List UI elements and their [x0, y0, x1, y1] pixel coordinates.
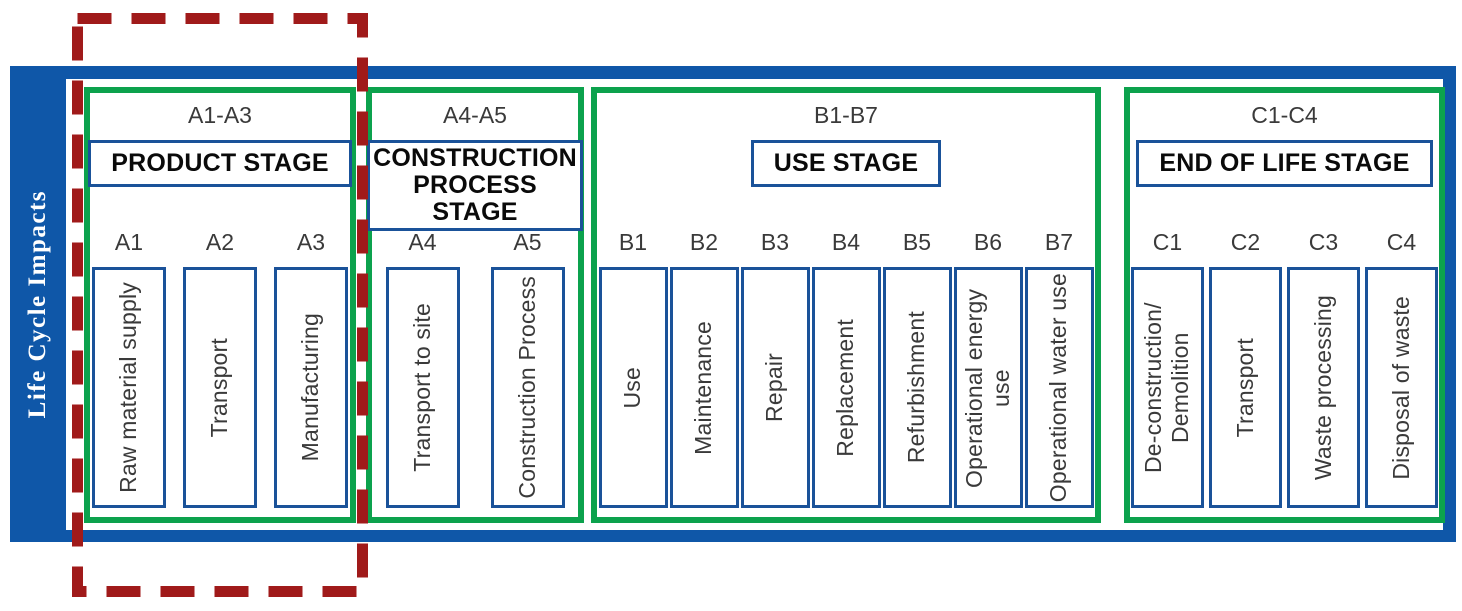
module-column-a3: A3 Manufacturing [274, 221, 348, 508]
module-column-b6: B6 Operational energy use [953, 221, 1023, 508]
module-code: A2 [205, 228, 235, 255]
module-column-b4: B4 Replacement [811, 221, 881, 508]
module-label: Refurbishment [903, 311, 930, 464]
module-box: Replacement [811, 267, 881, 508]
module-label: Operational energy use [960, 287, 1014, 488]
module-range-label: A4-A5 [443, 102, 507, 128]
module-label: Use [619, 366, 646, 409]
module-columns: C1 De-construction/ Demolition C2 Transp… [1130, 221, 1439, 517]
module-label: Waste processing [1309, 294, 1336, 481]
module-label: Transport to site [408, 303, 435, 472]
module-label: Transport [206, 337, 233, 438]
module-label: Raw material supply [115, 282, 142, 493]
module-label: Disposal of waste [1387, 295, 1414, 480]
module-range-label: A1-A3 [188, 102, 252, 128]
module-code: B6 [973, 228, 1003, 255]
stage-title-box: CONSTRUCTION PROCESS STAGE [367, 140, 583, 231]
stage-title: END OF LIFE STAGE [1159, 149, 1410, 177]
module-box: Maintenance [669, 267, 739, 508]
module-box: Use [598, 267, 668, 508]
module-column-c1: C1 De-construction/ Demolition [1131, 221, 1204, 508]
module-box: Disposal of waste [1365, 267, 1438, 508]
module-column-b3: B3 Repair [740, 221, 810, 508]
stage-title: CONSTRUCTION PROCESS STAGE [373, 144, 577, 226]
module-code: A1 [114, 228, 144, 255]
module-box: Refurbishment [882, 267, 952, 508]
stage-group-use: B1-B7 USE STAGE B1 Use B2 Maintenance B3 [591, 87, 1101, 523]
module-code: C1 [1152, 228, 1183, 255]
module-label: Operational water use [1045, 272, 1072, 503]
stage-title-box: USE STAGE [750, 140, 942, 187]
stage-title-box: PRODUCT STAGE [88, 140, 352, 187]
module-code: B3 [760, 228, 790, 255]
stage-title-box: END OF LIFE STAGE [1136, 140, 1433, 187]
module-column-a5: A5 Construction Process [490, 221, 565, 508]
module-column-a2: A2 Transport [183, 221, 257, 508]
module-column-b1: B1 Use [598, 221, 668, 508]
module-box: Manufacturing [274, 267, 348, 508]
module-columns: A1 Raw material supply A2 Transport A3 M… [90, 221, 350, 517]
module-columns: B1 Use B2 Maintenance B3 Repair B4 [597, 221, 1095, 517]
module-box: Operational energy use [953, 267, 1023, 508]
module-code: B1 [618, 228, 648, 255]
module-range-label: C1-C4 [1251, 102, 1318, 128]
module-code: B4 [831, 228, 861, 255]
group-header: A1-A3 PRODUCT STAGE [88, 93, 352, 221]
stage-title: USE STAGE [773, 149, 919, 177]
module-label: De-construction/ Demolition [1140, 302, 1194, 473]
module-code: B5 [902, 228, 932, 255]
module-box: De-construction/ Demolition [1131, 267, 1204, 508]
module-column-b2: B2 Maintenance [669, 221, 739, 508]
sidebar-title: Life Cycle Impacts [24, 189, 51, 419]
module-column-b5: B5 Refurbishment [882, 221, 952, 508]
module-box: Transport to site [385, 267, 460, 508]
module-code: C2 [1230, 228, 1261, 255]
module-range-label: B1-B7 [814, 102, 878, 128]
stage-group-product: A1-A3 PRODUCT STAGE A1 Raw material supp… [84, 87, 356, 523]
stage-title: PRODUCT STAGE [111, 149, 329, 177]
module-label: Manufacturing [297, 313, 324, 462]
stage-group-end-of-life: C1-C4 END OF LIFE STAGE C1 De-constructi… [1124, 87, 1445, 523]
stage-group-construction-process: A4-A5 CONSTRUCTION PROCESS STAGE A4 Tran… [366, 87, 584, 523]
module-code: A3 [296, 228, 326, 255]
module-code: B2 [689, 228, 719, 255]
module-code: C4 [1386, 228, 1417, 255]
module-label: Maintenance [690, 320, 717, 455]
module-code: A4 [408, 228, 437, 255]
module-label: Replacement [832, 318, 859, 457]
group-header: C1-C4 END OF LIFE STAGE [1130, 93, 1439, 221]
module-box: Repair [740, 267, 810, 508]
module-box: Waste processing [1287, 267, 1360, 508]
module-column-a4: A4 Transport to site [385, 221, 460, 508]
module-column-b7: B7 Operational water use [1024, 221, 1094, 508]
module-label: Transport [1231, 337, 1258, 438]
module-columns: A4 Transport to site A5 Construction Pro… [372, 221, 578, 517]
module-label: Construction Process [513, 276, 540, 499]
module-box: Transport [1209, 267, 1282, 508]
module-box: Transport [183, 267, 257, 508]
sidebar: Life Cycle Impacts [10, 66, 66, 542]
group-header: A4-A5 CONSTRUCTION PROCESS STAGE [367, 93, 583, 231]
module-column-a1: A1 Raw material supply [92, 221, 166, 508]
module-box: Raw material supply [92, 267, 166, 508]
module-code: A5 [513, 228, 542, 255]
module-column-c4: C4 Disposal of waste [1365, 221, 1438, 508]
module-box: Construction Process [490, 267, 565, 508]
module-code: B7 [1044, 228, 1074, 255]
module-label: Repair [761, 353, 788, 422]
module-box: Operational water use [1024, 267, 1094, 508]
group-header: B1-B7 USE STAGE [597, 93, 1095, 221]
module-code: C3 [1308, 228, 1339, 255]
module-column-c2: C2 Transport [1209, 221, 1282, 508]
module-column-c3: C3 Waste processing [1287, 221, 1360, 508]
